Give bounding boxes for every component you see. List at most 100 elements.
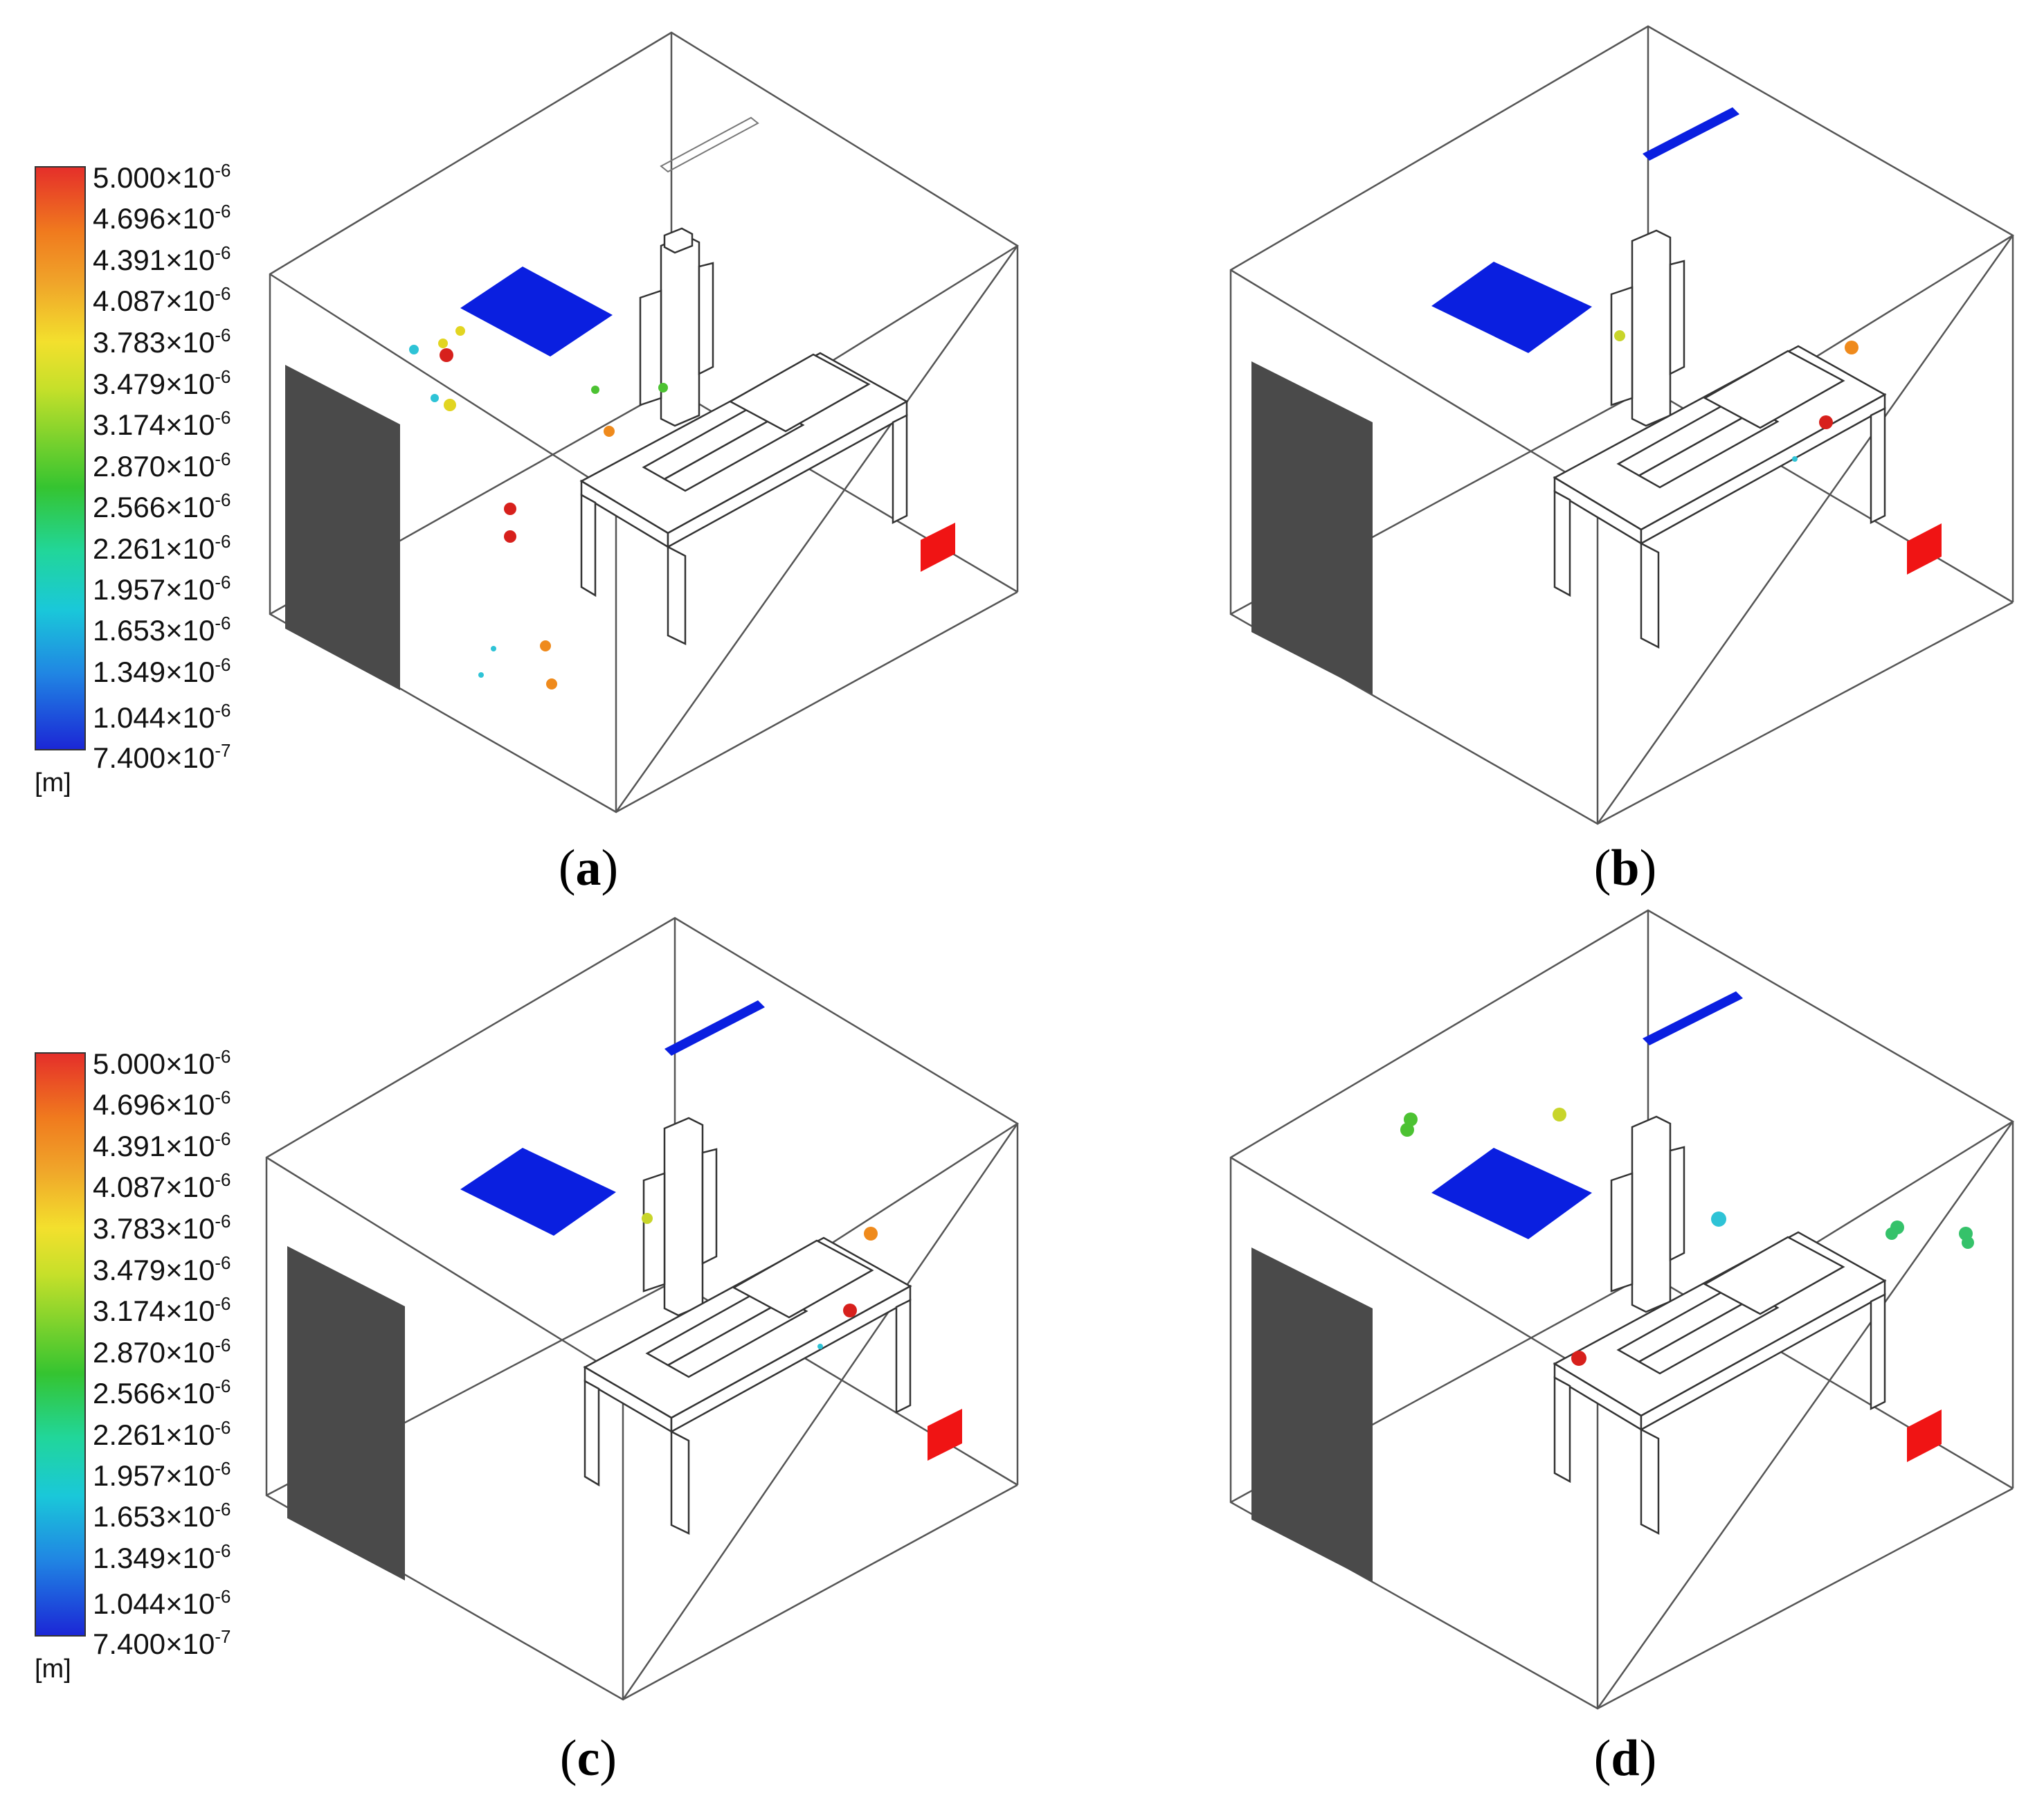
particle: [604, 426, 615, 437]
door: [1251, 1247, 1373, 1582]
exhaust-outlet: [1907, 523, 1942, 575]
colorbar-legend: 5.000×10-6 4.696×10-6 4.391×10-6 4.087×1…: [35, 160, 270, 798]
legend-tick: 4.087×10-6: [93, 1169, 231, 1203]
legend-tick: 1.957×10-6: [93, 1458, 231, 1492]
workbench: [583, 1236, 912, 1535]
ceiling-inlet-slot: [1643, 107, 1739, 161]
panel-label: (b): [1593, 840, 1657, 896]
particles: [1614, 330, 1858, 462]
legend-tick: 2.566×10-6: [93, 1376, 231, 1409]
panel-b: (b): [1023, 0, 2034, 896]
legend-tick: 4.087×10-6: [93, 283, 231, 317]
particle: [504, 503, 516, 515]
legend-tick: 4.391×10-6: [93, 242, 231, 276]
legend-tick: 2.870×10-6: [93, 1335, 231, 1369]
colorbar: [35, 166, 86, 750]
workbench: [1553, 1231, 1887, 1535]
legend-tick: 4.696×10-6: [93, 201, 231, 235]
panel-label: (c): [559, 1730, 617, 1787]
legend-tick: 2.261×10-6: [93, 531, 231, 565]
exhaust-outlet: [1907, 1409, 1942, 1462]
legend-tick: 1.653×10-6: [93, 1499, 231, 1533]
panel-d: (d): [1023, 893, 2034, 1787]
particle: [409, 345, 419, 354]
legend-tick: 7.400×10-7: [93, 740, 231, 774]
panel-a: 5.000×10-6 4.696×10-6 4.391×10-6 4.087×1…: [0, 0, 1019, 896]
legend-tick: 2.261×10-6: [93, 1417, 231, 1451]
door: [287, 1246, 405, 1580]
legend-tick: 1.349×10-6: [93, 654, 231, 688]
legend-tick: 5.000×10-6: [93, 1046, 231, 1080]
particle: [817, 1344, 823, 1349]
particle: [540, 640, 551, 651]
particle: [1962, 1236, 1974, 1249]
legend-unit: [m]: [35, 1655, 71, 1684]
room-scene: [1229, 25, 2014, 825]
particle: [843, 1304, 857, 1317]
door: [285, 365, 400, 690]
particle: [642, 1213, 653, 1224]
exhaust-outlet: [928, 1409, 962, 1461]
particle: [444, 399, 456, 411]
legend-tick: 1.653×10-6: [93, 613, 231, 647]
ceiling-diffuser: [1431, 262, 1592, 353]
panel-c: 5.000×10-6 4.696×10-6 4.391×10-6 4.087×1…: [0, 893, 1019, 1787]
legend-tick: 1.349×10-6: [93, 1540, 231, 1574]
ceiling-inlet-slot: [1643, 991, 1743, 1045]
particle: [431, 394, 439, 402]
ceiling-diffuser: [1431, 1148, 1592, 1239]
particle: [1845, 341, 1858, 354]
particle: [591, 386, 599, 394]
legend-tick: 3.783×10-6: [93, 1211, 231, 1245]
legend-unit: [m]: [35, 768, 71, 798]
particle: [1571, 1351, 1586, 1366]
legend-tick: 3.174×10-6: [93, 1293, 231, 1327]
legend-tick: 3.479×10-6: [93, 1252, 231, 1286]
room-scene: [265, 917, 1019, 1701]
occupant-figure: [1610, 1115, 1685, 1313]
workbench: [1553, 345, 1887, 649]
colorbar-legend: 5.000×10-6 4.696×10-6 4.391×10-6 4.087×1…: [35, 1046, 270, 1684]
particle: [1711, 1211, 1726, 1227]
room-wireframe: [265, 917, 1019, 1701]
occupant-figure: [639, 227, 714, 427]
particle: [1885, 1227, 1898, 1240]
particles: [409, 326, 668, 690]
particle: [1819, 415, 1833, 429]
legend-tick: 1.957×10-6: [93, 572, 231, 606]
room-wireframe: [1229, 25, 2014, 825]
particle: [478, 672, 484, 678]
legend-tick: 4.696×10-6: [93, 1087, 231, 1121]
particle: [546, 678, 557, 690]
colorbar: [35, 1052, 86, 1637]
ceiling-diffuser: [460, 1148, 616, 1236]
exhaust-outlet: [921, 523, 955, 572]
room-scene: [269, 31, 1019, 813]
legend-tick: 7.400×10-7: [93, 1626, 231, 1660]
occupant-figure: [1610, 229, 1685, 427]
particle: [1792, 456, 1798, 462]
legend-tick: 4.391×10-6: [93, 1128, 231, 1162]
particle: [440, 348, 453, 362]
panel-label: (a): [558, 840, 619, 896]
particle: [1614, 330, 1625, 341]
particle: [864, 1227, 878, 1241]
legend-tick: 5.000×10-6: [93, 160, 231, 194]
legend-tick: 2.870×10-6: [93, 449, 231, 483]
particle: [438, 339, 448, 348]
legend-tick: 1.044×10-6: [93, 1586, 231, 1620]
ceiling-vent-slot: [660, 116, 759, 173]
door: [1251, 361, 1373, 694]
particle: [658, 383, 668, 393]
legend-tick: 3.783×10-6: [93, 325, 231, 359]
legend-tick: 3.479×10-6: [93, 366, 231, 400]
particles: [1400, 1108, 1974, 1366]
ceiling-inlet-slot: [664, 1000, 765, 1056]
occupant-figure: [642, 1117, 718, 1317]
particle: [455, 326, 465, 336]
particle: [1400, 1123, 1414, 1137]
legend-tick: 2.566×10-6: [93, 489, 231, 523]
particle: [1553, 1108, 1566, 1121]
legend-tick: 1.044×10-6: [93, 700, 231, 734]
legend-tick: 3.174×10-6: [93, 407, 231, 441]
